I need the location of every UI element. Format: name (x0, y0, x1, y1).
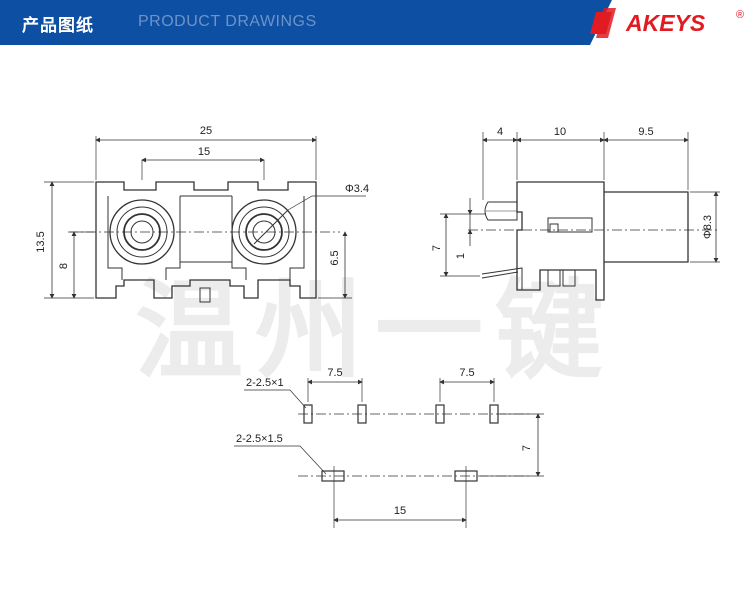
jack-spacing-label: 15 (198, 146, 210, 158)
front-view (44, 136, 366, 303)
side-dim-a-label: 4 (497, 126, 503, 138)
side-dim-c-label: 9.5 (638, 126, 653, 138)
pin-offset-label: 1 (455, 253, 467, 259)
hole-diameter-label: Φ3.4 (345, 183, 369, 195)
pcb-slot (435, 404, 445, 424)
page-title-en: PRODUCT DRAWINGS (138, 13, 317, 30)
pitch-right-label: 7.5 (459, 367, 474, 379)
barrel-diameter-label: Φ8.3 (702, 215, 714, 239)
side-view-dimensions: 4 10 9.5 7 1 Φ8.3 (431, 126, 714, 259)
registered-mark: ® (736, 9, 744, 21)
pad-spacing-label: 15 (394, 505, 406, 517)
pcb-layout (234, 378, 544, 528)
row-spacing-label: 7 (521, 445, 533, 451)
page-title-cn: 产品图纸 (22, 16, 94, 36)
logo-stripe-2 (596, 8, 616, 38)
header-bar: 产品图纸 PRODUCT DRAWINGS AKEYS ® (0, 0, 750, 45)
overall-height-label: 13.5 (35, 231, 47, 252)
slot-large-label: 2-2.5×1.5 (236, 433, 283, 445)
pcb-slot (489, 404, 499, 424)
right-height-label: 6.5 (329, 250, 341, 265)
overall-width-label: 25 (200, 125, 212, 137)
side-view (440, 132, 720, 301)
front-view-dimensions: 25 15 Φ3.4 13.5 8 6.5 (35, 125, 369, 269)
center-height-label: 8 (58, 263, 70, 269)
pcb-layout-dimensions: 7.5 7.5 2-2.5×1 2-2.5×1.5 7 15 (236, 367, 533, 517)
side-dim-b-label: 10 (554, 126, 566, 138)
slot-small-label: 2-2.5×1 (246, 377, 284, 389)
side-height-label: 7 (431, 245, 443, 251)
technical-drawing: 温州一键 (35, 125, 720, 528)
pcb-pad (321, 470, 345, 482)
brand-logo: AKEYS ® (590, 0, 750, 45)
pcb-pad (454, 470, 478, 482)
pcb-slot (357, 404, 367, 424)
pcb-slot (303, 404, 313, 424)
pitch-left-label: 7.5 (327, 367, 342, 379)
brand-name: AKEYS (625, 10, 706, 36)
